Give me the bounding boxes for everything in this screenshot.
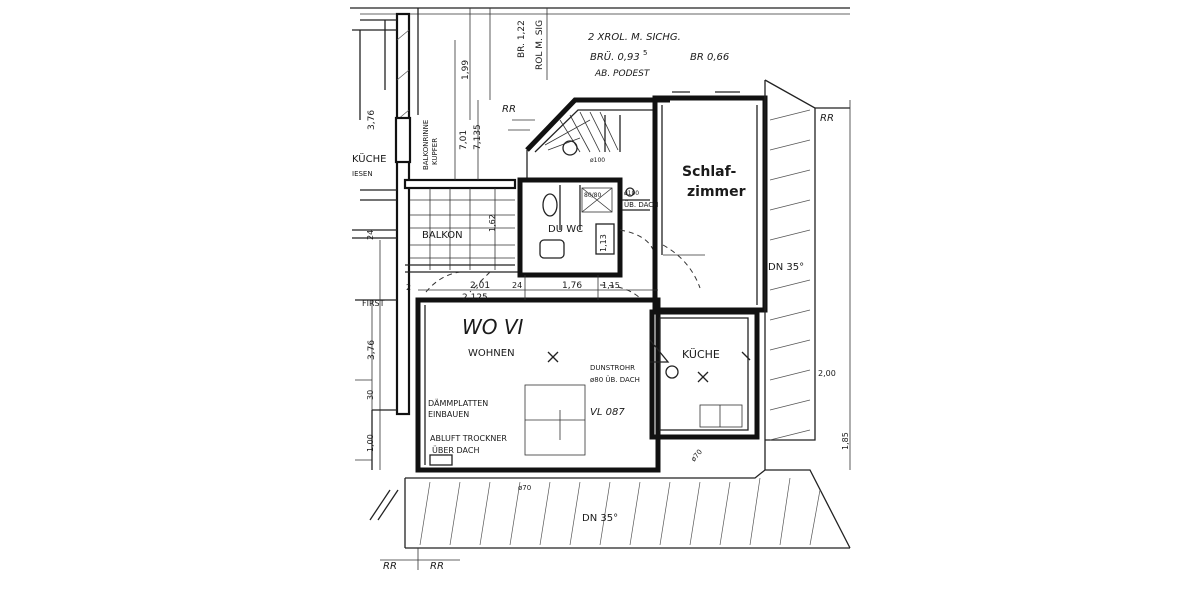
dimension-24-b: 24 bbox=[366, 230, 375, 240]
room-label-first: FIRST bbox=[362, 299, 385, 308]
annotation-rr-bottom-left: RR bbox=[383, 561, 397, 572]
annotation-rr-right: RR bbox=[820, 113, 834, 124]
annotation-dunstrohr: DUNSTROHR bbox=[590, 364, 635, 372]
dimension-2-00: 2,00 bbox=[818, 369, 836, 378]
dimension-1-00: 1,00 bbox=[366, 434, 375, 452]
annotation-vl: VL 087 bbox=[590, 407, 625, 418]
annotation-rolladen: 2 XROL. M. SICHG. bbox=[588, 32, 681, 43]
room-label-schlafzimmer-2: zimmer bbox=[687, 184, 746, 200]
kitchen bbox=[649, 309, 760, 440]
dimension-1-85: 1,85 bbox=[841, 432, 850, 450]
room-label-kuche: KÜCHE bbox=[682, 348, 720, 361]
annotation-ueber-dach: ÜBER DACH bbox=[432, 445, 479, 455]
room-label-balkon: BALKON bbox=[422, 230, 463, 241]
annotation-br066: BR 0,66 bbox=[690, 52, 729, 63]
annotation-balkonrinne: BALKONRINNE bbox=[422, 120, 430, 170]
annotation-d100-stair: ø100 bbox=[590, 157, 605, 164]
room-label-iesen: IESEN bbox=[352, 170, 373, 178]
dimension-24-a: 24 bbox=[512, 281, 522, 290]
annotation-dunst-detail: ø80 ÜB. DACH bbox=[590, 375, 640, 384]
unit-name: WO VI bbox=[462, 315, 524, 339]
dimension-7-135: 7,135 bbox=[473, 124, 483, 150]
annotation-daemmplatten: DÄMMPLATTEN bbox=[428, 398, 488, 408]
bedroom bbox=[652, 91, 768, 313]
room-label-wohnen: WOHNEN bbox=[468, 348, 515, 359]
roof-slope-right bbox=[764, 79, 851, 470]
annotation-brue-sup: 5 bbox=[643, 49, 647, 57]
annotation-ab-podest: AB. PODEST bbox=[594, 69, 651, 79]
annotation-rr-top: RR bbox=[502, 104, 516, 115]
dimension-shower: 80/80 bbox=[584, 192, 601, 199]
dimension-3-76-left: 3,76 bbox=[367, 340, 377, 360]
annotation-kupfer: KUPFER bbox=[431, 138, 439, 165]
annotation-einbauen: EINBAUEN bbox=[428, 410, 469, 419]
dimension-2-125: 2,125 bbox=[462, 293, 488, 303]
balcony bbox=[403, 178, 520, 273]
left-outer-wall bbox=[352, 12, 412, 470]
dimension-1-15: 1,15 bbox=[602, 281, 620, 290]
roof-slope-bottom bbox=[369, 469, 851, 570]
annotation-brue: BRÜ. 0,93 bbox=[590, 50, 640, 63]
annotation-rr-bottom-right: RR bbox=[430, 561, 444, 572]
dimension-7-01: 7,01 bbox=[459, 130, 469, 150]
annotation-br122: BR. 1,22 bbox=[517, 20, 527, 58]
living-room bbox=[415, 271, 661, 473]
dimension-30: 30 bbox=[366, 390, 375, 400]
dimension-3-76-top: 3,76 bbox=[367, 110, 377, 130]
dimension-2: 2 bbox=[406, 283, 411, 292]
dimension-1-99: 1,99 bbox=[461, 60, 471, 80]
annotation-rol-m-si: ROL M. SIG bbox=[535, 20, 545, 70]
annotation-d100-wc: ø100 bbox=[624, 190, 639, 197]
annotation-d70-bottom: ø70 bbox=[518, 484, 531, 492]
staircase bbox=[525, 97, 670, 180]
top-left-construction-lines bbox=[350, 7, 850, 131]
room-label-kuche-left: KÜCHE bbox=[352, 152, 386, 165]
annotation-dn35-bottom: DN 35° bbox=[582, 513, 618, 524]
annotation-dn35-right: DN 35° bbox=[768, 262, 804, 273]
annotation-d70-kitchen: ø70 bbox=[689, 448, 704, 463]
room-label-dusche-wc: DU WC bbox=[548, 224, 583, 235]
room-label-schlafzimmer-1: Schlaf- bbox=[682, 164, 736, 180]
dimension-1-76: 1,76 bbox=[562, 281, 582, 291]
annotation-abluft-trockner: ABLUFT TROCKNER bbox=[430, 434, 507, 443]
annotation-ueb-dach-small: ÜB. DACH bbox=[624, 200, 658, 209]
dimension-2-01: 2,01 bbox=[470, 281, 490, 291]
dimension-lines bbox=[371, 40, 658, 410]
dimension-1-13: 1,13 bbox=[599, 234, 608, 252]
bathroom bbox=[517, 177, 656, 278]
dimension-1-62: 1,62 bbox=[488, 214, 497, 232]
